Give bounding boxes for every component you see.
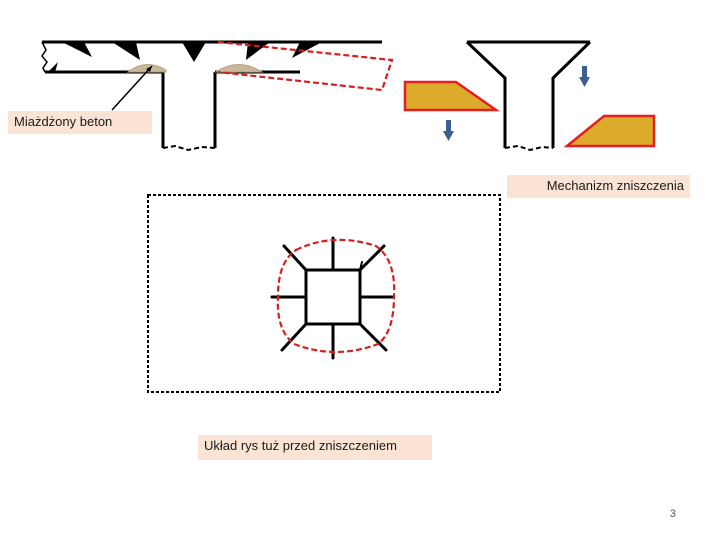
label-failure-mechanism: Mechanizm zniszczenia (507, 175, 690, 198)
crushed-zone-left (126, 64, 167, 73)
radial-crack-ne (358, 244, 386, 272)
page-number: 3 (669, 508, 676, 520)
slab-left-ragged-edge (41, 41, 48, 73)
label-crushed-concrete: Miażdżony beton (8, 111, 152, 134)
crushed-concrete-zones (126, 64, 264, 73)
crack-top-1 (62, 42, 92, 57)
arrow-down-icon-left (443, 120, 454, 141)
radial-crack-n-mid (359, 261, 363, 271)
crushed-pointer-line (111, 65, 153, 111)
radial-cracks (270, 236, 394, 360)
radial-crack-nw (282, 244, 308, 272)
slab-plan-outline (147, 194, 501, 393)
radial-crack-sw (280, 322, 308, 352)
mechanism-column (465, 40, 592, 152)
failure-block-right (563, 114, 656, 148)
label-crack-pattern: Układ rys tuż przed zniszczeniem (198, 435, 432, 460)
crack-top-center (182, 42, 206, 62)
arrow-down-icon-right (579, 66, 590, 87)
column-cut (162, 144, 216, 152)
slab-cracks (48, 42, 322, 72)
radial-crack-se (358, 322, 388, 352)
rotated-slab-outline (217, 40, 394, 92)
mechanism-column-cut (504, 144, 554, 152)
crack-bottom-1 (48, 62, 58, 72)
crushed-zone-right (214, 64, 264, 73)
crack-top-2 (112, 42, 140, 60)
column-square (304, 268, 362, 326)
circumferential-crack (276, 238, 396, 354)
failure-block-left (403, 80, 500, 112)
crushed-pointer-head (146, 66, 152, 72)
crack-top-5 (292, 42, 322, 58)
mechanism-right-cone (551, 40, 592, 148)
mechanism-left-cone (465, 40, 507, 148)
